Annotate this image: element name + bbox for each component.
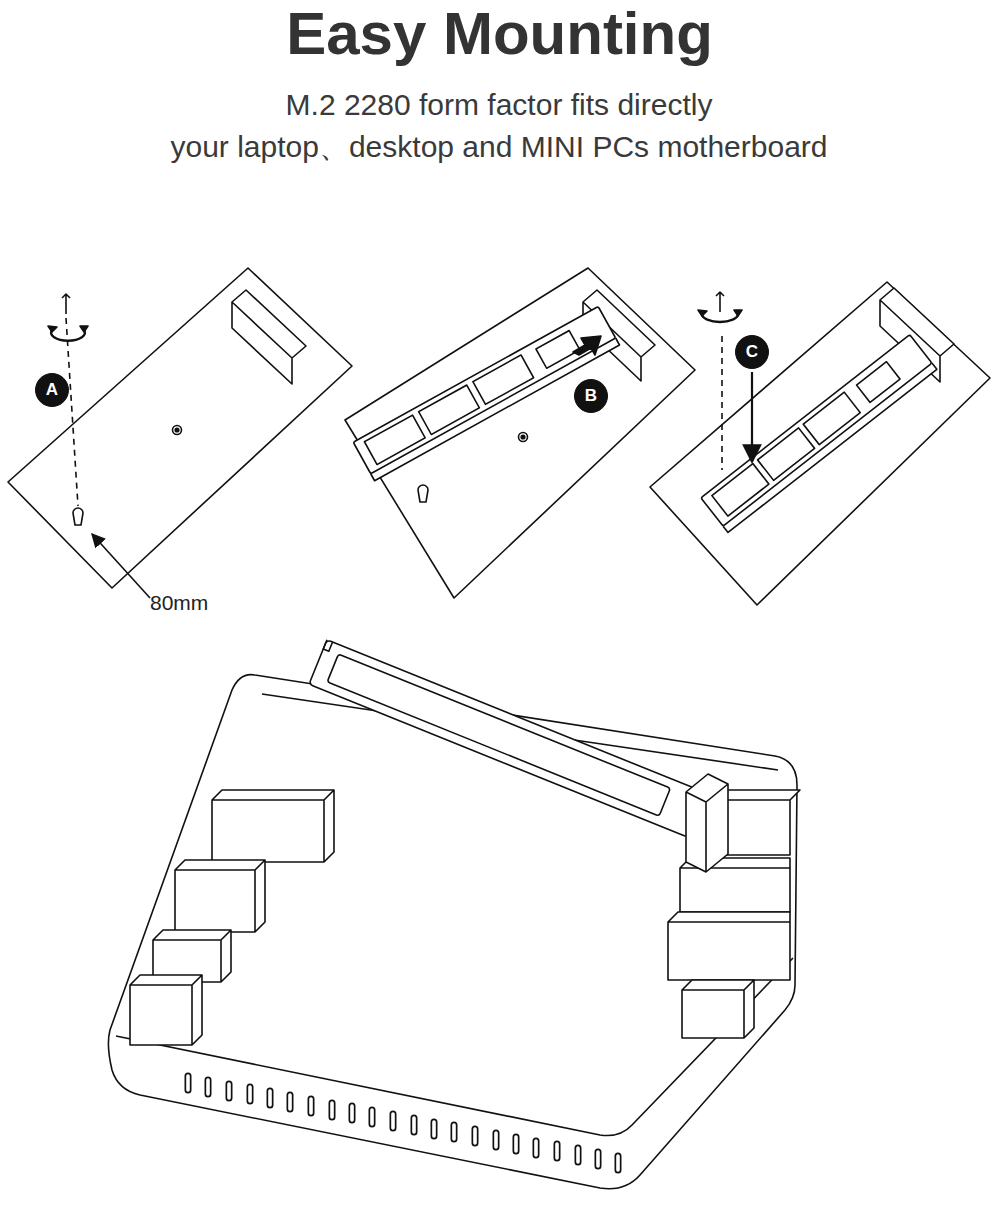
nand-chip — [473, 355, 534, 404]
ssd-label-area — [327, 654, 670, 816]
standoff-keyhole — [418, 485, 428, 502]
ssd-notch — [323, 640, 332, 652]
press-arrow — [751, 372, 753, 462]
callout-circle: C — [735, 335, 769, 369]
rotation-arrow-head — [698, 310, 742, 316]
subtitle: M.2 2280 form factor fits directly your … — [171, 88, 828, 163]
m2-ssd — [353, 307, 615, 474]
screw-hole-center — [175, 428, 179, 432]
mini-pc-rim — [116, 958, 793, 1136]
io-port — [212, 790, 334, 862]
dashed-guide — [721, 336, 723, 470]
m2-ssd — [701, 335, 932, 527]
subtitle-block: M.2 2280 form factor fits directly your … — [149, 84, 849, 168]
screw-symbol — [62, 294, 70, 314]
callout-letter: C — [746, 343, 758, 361]
insert-arrow — [573, 336, 601, 355]
vent-slot-inner — [188, 1076, 618, 1170]
rotation-arrow — [51, 330, 85, 341]
screw-hole-center — [521, 435, 525, 439]
io-port — [668, 912, 790, 980]
standoff-keyhole — [73, 508, 83, 525]
nand-chip — [712, 464, 769, 517]
callout-circle: A — [35, 373, 69, 407]
motherboard-panel — [8, 268, 352, 588]
m2-ssd — [309, 640, 705, 837]
rotation-arrow — [702, 314, 738, 322]
callout-letter: B — [585, 387, 597, 405]
dimension-label: 80mm — [150, 590, 270, 616]
screw-hole — [173, 426, 182, 435]
motherboard-panel — [345, 268, 695, 598]
m2-connector — [686, 774, 728, 872]
ssd-edge — [371, 338, 620, 481]
wrap-spacer — [149, 84, 269, 126]
nand-chip — [803, 392, 860, 445]
vent-slots — [188, 1076, 618, 1170]
controller-chip — [536, 331, 580, 369]
m2-connector — [232, 290, 306, 384]
io-port — [130, 975, 202, 1045]
callout-circle-fill — [736, 336, 769, 369]
callout-circle-fill — [36, 374, 69, 407]
wrap-spacer — [729, 84, 849, 126]
title: Easy Mounting — [0, 0, 999, 70]
rotation-arrow-head — [48, 326, 88, 332]
callout-letter: A — [46, 381, 58, 399]
dashed-guide — [66, 318, 78, 506]
mini-pc-body — [108, 675, 797, 1189]
io-port — [682, 980, 754, 1038]
nand-chip — [364, 415, 425, 464]
motherboard-panel — [650, 282, 990, 605]
ssd-edge — [723, 363, 937, 532]
leader-arrow — [92, 534, 150, 598]
nand-chip — [758, 428, 815, 481]
controller-chip — [857, 362, 900, 403]
screw-hole — [519, 433, 528, 442]
io-port — [175, 860, 265, 932]
screw-symbol — [716, 292, 724, 312]
callout-circle: B — [574, 379, 608, 413]
callout-circle-fill — [575, 380, 608, 413]
nand-chip — [419, 385, 480, 434]
